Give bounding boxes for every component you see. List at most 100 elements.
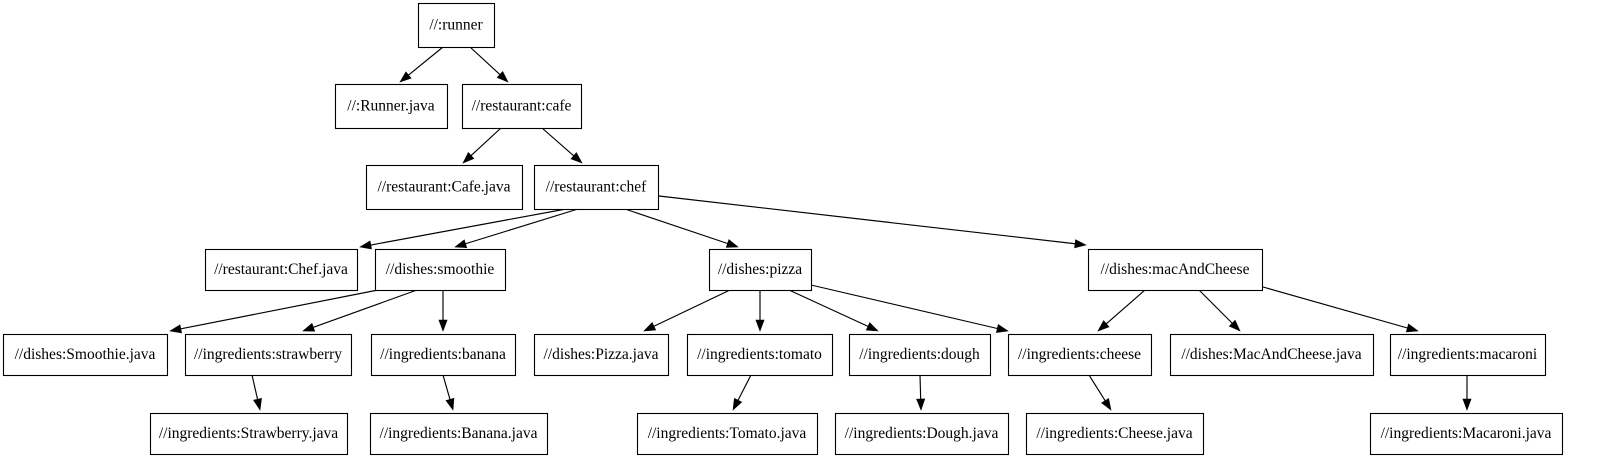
- node-box[interactable]: [417, 2, 496, 49]
- node-box[interactable]: [2, 333, 169, 377]
- edge-line: [470, 127, 502, 156]
- graph-node-dishes_macandcheesejava[interactable]: //dishes:MacAndCheese.java: [1169, 333, 1375, 377]
- node-box[interactable]: [1025, 412, 1205, 456]
- graph-edge: [399, 46, 444, 83]
- edge-line: [370, 208, 567, 246]
- node-box[interactable]: [204, 248, 359, 292]
- edge-line: [313, 289, 418, 328]
- edge-line: [442, 374, 451, 400]
- graph-edge: [788, 289, 879, 332]
- graph-node-restaurant_cafe[interactable]: //restaurant:cafe: [461, 83, 583, 130]
- node-label: //restaurant:Chef.java: [214, 261, 348, 278]
- node-box[interactable]: [1389, 333, 1547, 377]
- graph-node-ing_cheesejava[interactable]: //ingredients:Cheese.java: [1025, 412, 1205, 456]
- edge-arrowhead-icon: [302, 322, 316, 332]
- edge-line: [1262, 286, 1408, 329]
- graph-node-restaurant_cafejava[interactable]: //restaurant:Cafe.java: [365, 164, 524, 211]
- node-box[interactable]: [461, 83, 583, 130]
- node-box[interactable]: [365, 164, 524, 211]
- node-label: //ingredients:strawberry: [194, 346, 342, 363]
- graph-node-restaurant_chefjava[interactable]: //restaurant:Chef.java: [204, 248, 359, 292]
- edge-line: [919, 374, 922, 400]
- graph-node-dishes_smoothie[interactable]: //dishes:smoothie: [374, 248, 507, 292]
- node-box[interactable]: [334, 83, 449, 130]
- edge-arrowhead-icon: [1097, 320, 1110, 332]
- node-label: //dishes:macAndCheese: [1101, 261, 1250, 278]
- edge-arrowhead-icon: [1405, 323, 1419, 333]
- edge-arrowhead-icon: [755, 319, 765, 332]
- graph-node-ing_strawberryjava[interactable]: //ingredients:Strawberry.java: [149, 412, 349, 456]
- graph-node-dishes_smoothiejava[interactable]: //dishes:Smoothie.java: [2, 333, 169, 377]
- graph-edge: [755, 290, 765, 332]
- edge-arrowhead-icon: [1228, 319, 1241, 332]
- graph-node-dishes_pizzajava[interactable]: //dishes:Pizza.java: [533, 333, 670, 377]
- graph-node-ing_macaronijava[interactable]: //ingredients:Macaroni.java: [1369, 412, 1564, 456]
- node-label: //ingredients:cheese: [1018, 346, 1141, 363]
- node-label: //dishes:smoothie: [386, 261, 495, 278]
- graph-node-dishes_pizza[interactable]: //dishes:pizza: [708, 248, 813, 292]
- graph-node-restaurant_chef[interactable]: //restaurant:chef: [533, 164, 660, 211]
- node-box[interactable]: [1369, 412, 1564, 456]
- edge-layer: [169, 46, 1472, 411]
- graph-edge: [442, 374, 455, 411]
- node-label: //restaurant:Cafe.java: [378, 179, 511, 196]
- graph-node-ing_banana[interactable]: //ingredients:banana: [370, 333, 517, 377]
- edge-arrowhead-icon: [438, 319, 448, 332]
- graph-node-ing_cheese[interactable]: //ingredients:cheese: [1007, 333, 1153, 377]
- edge-arrowhead-icon: [916, 398, 926, 411]
- node-label: //dishes:pizza: [718, 261, 802, 278]
- node-label: //ingredients:Macaroni.java: [1381, 425, 1552, 442]
- edge-arrowhead-icon: [995, 324, 1009, 333]
- graph-node-ing_strawberry[interactable]: //ingredients:strawberry: [184, 333, 353, 377]
- graph-node-ing_doughjava[interactable]: //ingredients:Dough.java: [834, 412, 1010, 456]
- edge-line: [408, 46, 444, 76]
- node-box[interactable]: [708, 248, 813, 292]
- node-box[interactable]: [834, 412, 1010, 456]
- graph-node-ing_tomatojava[interactable]: //ingredients:Tomato.java: [636, 412, 819, 456]
- node-box[interactable]: [1007, 333, 1153, 377]
- node-label: //ingredients:Dough.java: [845, 425, 999, 442]
- edge-line: [1088, 374, 1106, 401]
- edge-arrowhead-icon: [1101, 398, 1112, 411]
- node-box[interactable]: [1169, 333, 1375, 377]
- node-box[interactable]: [1087, 248, 1264, 292]
- graph-edge: [624, 208, 739, 248]
- graph-edge: [643, 289, 731, 332]
- node-label: //ingredients:Strawberry.java: [159, 425, 338, 442]
- node-box[interactable]: [374, 248, 507, 292]
- node-box[interactable]: [533, 333, 670, 377]
- edge-arrowhead-icon: [462, 152, 475, 164]
- node-box[interactable]: [636, 412, 819, 456]
- node-box[interactable]: [686, 333, 834, 377]
- node-label: //ingredients:Cheese.java: [1036, 425, 1192, 442]
- graph-node-ing_macaroni[interactable]: //ingredients:macaroni: [1389, 333, 1547, 377]
- graph-node-runner_java[interactable]: //:Runner.java: [334, 83, 449, 130]
- graph-edge: [454, 208, 579, 248]
- graph-edge: [251, 374, 262, 411]
- graph-node-runner[interactable]: //:runner: [417, 2, 496, 49]
- graph-edge: [1262, 286, 1419, 333]
- edge-arrowhead-icon: [359, 240, 372, 250]
- graph-node-dishes_macandcheese[interactable]: //dishes:macAndCheese: [1087, 248, 1264, 292]
- node-label: //:Runner.java: [347, 98, 435, 115]
- node-box[interactable]: [533, 164, 660, 211]
- edge-line: [1198, 289, 1233, 324]
- graph-node-ing_bananajava[interactable]: //ingredients:Banana.java: [369, 412, 549, 456]
- graph-edge: [732, 374, 752, 411]
- edge-line: [1105, 289, 1146, 325]
- edge-arrowhead-icon: [570, 152, 583, 164]
- node-label: //ingredients:banana: [380, 346, 506, 363]
- node-label: //dishes:Smoothie.java: [15, 346, 156, 363]
- edge-arrowhead-icon: [732, 397, 743, 411]
- node-box[interactable]: [848, 333, 992, 377]
- graph-edge: [541, 127, 583, 164]
- node-box[interactable]: [149, 412, 349, 456]
- graph-node-ing_tomato[interactable]: //ingredients:tomato: [686, 333, 834, 377]
- node-box[interactable]: [184, 333, 353, 377]
- graph-node-ing_dough[interactable]: //ingredients:dough: [848, 333, 992, 377]
- node-box[interactable]: [370, 333, 517, 377]
- node-box[interactable]: [369, 412, 549, 456]
- graph-edge: [438, 290, 448, 332]
- edge-line: [624, 208, 728, 245]
